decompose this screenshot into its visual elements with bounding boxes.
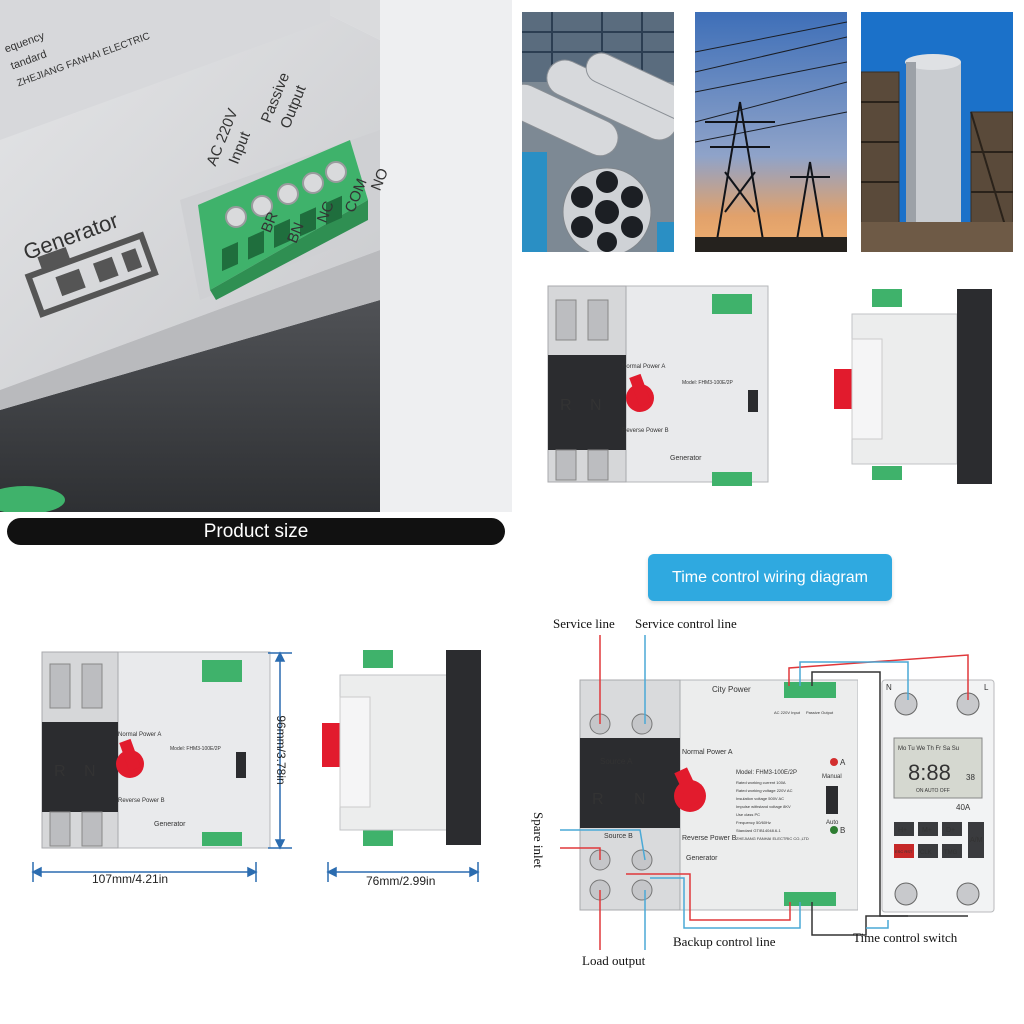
switch-front-small: R N Normal Power A Reverse Power B Model… — [540, 280, 772, 492]
svg-text:N: N — [886, 683, 892, 692]
wiring-switch-device: Source A R N Source B City Power Normal … — [578, 678, 858, 918]
svg-text:TMG: TMG — [944, 850, 958, 856]
generator-icon — [24, 231, 159, 318]
product-size-label: Product size — [203, 520, 309, 542]
svg-text:Impulse withstand voltage 8K: Impulse withstand voltage 8KV — [736, 804, 791, 809]
svg-text:M+: M+ — [922, 827, 932, 834]
width-dimension-label: 107mm/4.21in — [92, 872, 169, 886]
svg-text:CLK: CLK — [920, 850, 932, 856]
svg-text:Frequency 50/60Hz: Frequency 50/60Hz — [736, 820, 771, 825]
time-control-switch-device: N L Mo Tu We Th Fr Sa Su 8:88 38 ON AUTO… — [878, 676, 998, 916]
svg-text:AC 220V Input: AC 220V Input — [774, 710, 801, 715]
terminal-block — [198, 140, 368, 300]
depth-dimension-label: 76mm/2.99in — [366, 874, 436, 888]
svg-text:City Power: City Power — [712, 685, 751, 694]
photo-power-tower — [695, 12, 847, 252]
height-dimension-label: 96mm/3.78in — [274, 715, 288, 785]
wiring-diagram-title: Time control wiring diagram — [648, 554, 892, 601]
service-line-label: Service line — [553, 616, 615, 631]
svg-text:Reverse Power B: Reverse Power B — [682, 835, 737, 842]
svg-text:Normal Power A: Normal Power A — [622, 364, 665, 370]
svg-text:Reverse Power B: Reverse Power B — [118, 798, 165, 804]
svg-text:H+: H+ — [898, 827, 907, 834]
svg-text:38: 38 — [966, 773, 975, 782]
svg-text:D+: D+ — [946, 827, 955, 834]
svg-text:L: L — [984, 683, 989, 692]
switch-side-dimension — [318, 645, 488, 850]
svg-text:Normal Power A: Normal Power A — [118, 732, 161, 738]
svg-text:Model: FHM3-100E/2P: Model: FHM3-100E/2P — [682, 380, 734, 386]
svg-text:ON AUTO OFF: ON AUTO OFF — [916, 788, 950, 794]
svg-text:Model: FHM3-100E/2P: Model: FHM3-100E/2P — [736, 770, 797, 776]
svg-text:Auto: Auto — [826, 820, 839, 826]
svg-text:Manual: Manual — [822, 774, 842, 780]
svg-text:N: N — [590, 397, 602, 414]
svg-text:R: R — [560, 397, 572, 414]
svg-text:Mo Tu We Th Fr Sa Su: Mo Tu We Th Fr Sa Su — [898, 746, 959, 752]
photo-plant-tower — [861, 12, 1013, 252]
svg-text:A/M: A/M — [970, 837, 983, 844]
svg-text:Standard GT/B14048.6-1: Standard GT/B14048.6-1 — [736, 828, 781, 833]
service-control-line-label: Service control line — [635, 616, 737, 631]
svg-text:Generator: Generator — [154, 821, 186, 828]
svg-text:Normal Power A: Normal Power A — [682, 749, 733, 756]
svg-text:Model: FHM3-100E/2P: Model: FHM3-100E/2P — [170, 746, 222, 752]
svg-text:Use class PC: Use class PC — [736, 812, 760, 817]
switch-side-small — [832, 284, 1002, 484]
time-control-switch-label: Time control switch — [853, 930, 958, 945]
svg-text:R: R — [54, 763, 66, 780]
svg-text:BR: BR — [258, 209, 282, 235]
closeup-photo: Generator equency tandard ZHEJIANG FANHA… — [0, 0, 512, 512]
spare-inlet-label: Spare inlet — [530, 812, 546, 868]
svg-text:BN: BN — [284, 220, 308, 246]
svg-text:Rated working current 100A: Rated working current 100A — [736, 780, 786, 785]
load-output-label: Load output — [582, 953, 646, 968]
svg-text:Passive Output: Passive Output — [806, 710, 834, 715]
photo-pipes — [522, 12, 674, 252]
svg-text:ZHEJIANG FANHAI ELECTRIC CO.,L: ZHEJIANG FANHAI ELECTRIC CO.,LTD — [736, 836, 809, 841]
svg-text:40A: 40A — [956, 803, 971, 812]
svg-text:Generator: Generator — [686, 855, 718, 862]
svg-text:Rated working voltage 220V A: Rated working voltage 220V AC — [736, 788, 793, 793]
svg-text:Source B: Source B — [604, 833, 633, 840]
svg-text:N: N — [634, 791, 646, 808]
svg-text:Insulation voltage 500V AC: Insulation voltage 500V AC — [736, 796, 784, 801]
svg-text:R: R — [592, 791, 604, 808]
backup-control-line-label: Backup control line — [673, 934, 776, 949]
svg-text:A: A — [840, 758, 846, 767]
closeup-illustration: Generator equency tandard ZHEJIANG FANHA… — [0, 0, 512, 512]
timer-clock-display: 8:88 — [908, 760, 951, 785]
svg-text:ESC RST: ESC RST — [895, 849, 913, 854]
svg-text:NC: NC — [314, 199, 338, 226]
svg-text:Reverse Power B: Reverse Power B — [622, 428, 669, 434]
svg-text:B: B — [840, 826, 845, 835]
product-size-banner: Product size — [7, 518, 505, 545]
svg-text:N: N — [84, 763, 96, 780]
svg-text:Generator: Generator — [670, 455, 702, 462]
switch-front-dimension: R N Normal Power A Reverse Power B Model… — [30, 640, 300, 890]
svg-text:Source A: Source A — [600, 757, 633, 766]
